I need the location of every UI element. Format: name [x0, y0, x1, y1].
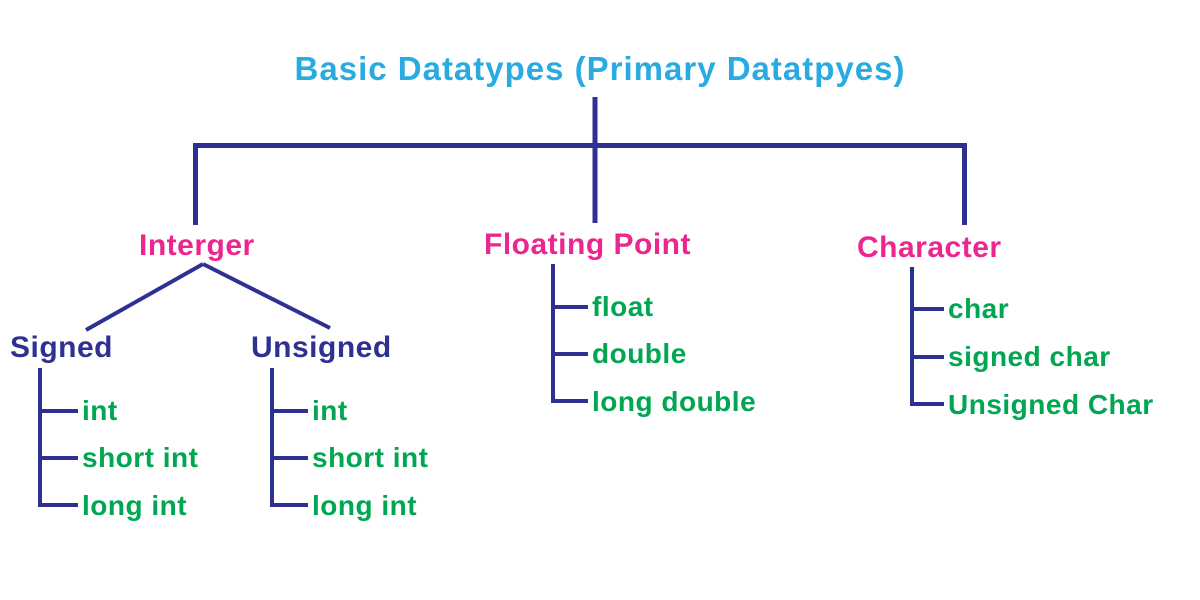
leaf-double: double — [592, 338, 687, 369]
subbranch-label-unsigned: Unsigned — [251, 331, 392, 364]
branch-label-interger: Interger — [139, 229, 255, 262]
leaf-unsigned-char: Unsigned Char — [948, 389, 1154, 420]
leaf-char: char — [948, 293, 1010, 324]
leaf-float: float — [592, 291, 654, 322]
leaf-signed-short-int: short int — [82, 442, 199, 473]
subbranch-label-signed: Signed — [10, 331, 114, 364]
branch-label-character: Character — [857, 231, 1002, 264]
leaf-unsigned-long-int: long int — [312, 490, 418, 521]
diagram-title: Basic Datatypes (Primary Datatpyes) — [294, 50, 906, 87]
leaf-unsigned-int: int — [312, 395, 348, 426]
leaf-signed-char: signed char — [948, 341, 1111, 372]
leaf-unsigned-short-int: short int — [312, 442, 429, 473]
branch-label-floating-point: Floating Point — [484, 228, 691, 261]
leaf-long-double: long double — [592, 386, 757, 417]
interger-to-unsigned-line — [202, 262, 331, 330]
leaf-signed-int: int — [82, 395, 118, 426]
leaf-signed-long-int: long int — [82, 490, 188, 521]
interger-to-signed-line — [85, 262, 204, 332]
